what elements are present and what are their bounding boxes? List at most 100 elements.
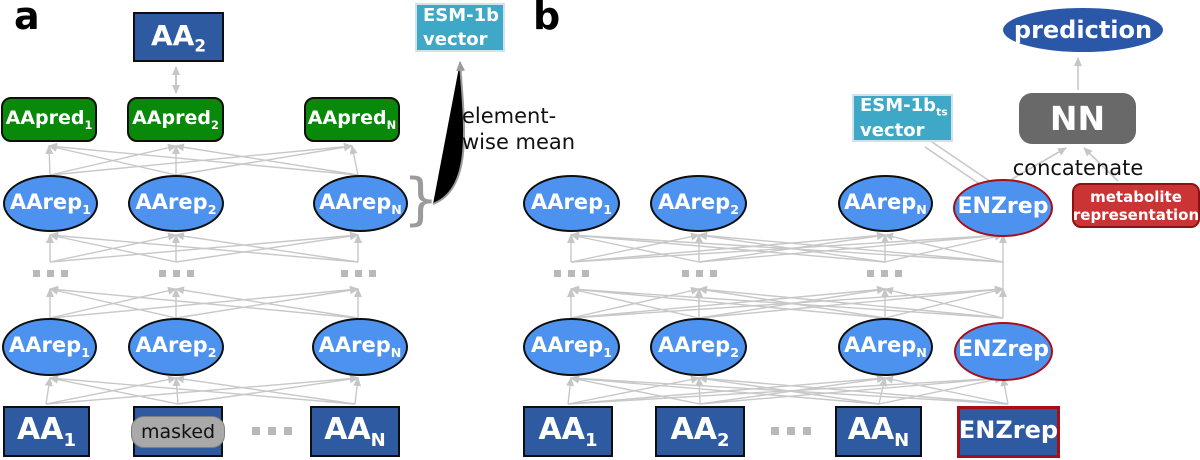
- label-line2: vector: [423, 29, 488, 51]
- aarep2-row1-b: AArep2: [650, 175, 747, 232]
- nn-box: NN: [1019, 93, 1136, 144]
- label-base: AArep: [658, 333, 731, 358]
- concatenate-note: concatenate: [1012, 156, 1144, 180]
- ellipsis-dot: [787, 427, 795, 435]
- ellipsis-dot: [803, 427, 811, 435]
- node-label: AArep1: [9, 333, 90, 360]
- node-label: ENZrep: [958, 194, 1049, 222]
- wire: [44, 377, 53, 405]
- label-base: ESM-1b: [860, 95, 937, 117]
- aapred1-box: AApred1: [1, 97, 97, 142]
- panel-b-label: b: [533, 0, 561, 38]
- prediction-ellipse: prediction: [1003, 8, 1163, 52]
- node-label: ENZrep: [958, 337, 1049, 365]
- wire: [566, 377, 575, 405]
- input-ellipsis-dots: [771, 427, 811, 435]
- esm-enzrep-link-line-2: [931, 141, 992, 183]
- aarep1-row2-b: AArep1: [523, 318, 620, 376]
- wire: [884, 287, 1004, 319]
- wire: [698, 231, 1004, 263]
- label-sub: 2: [207, 345, 217, 361]
- node-label: AArepN: [319, 333, 402, 360]
- ellipsis-dot: [173, 270, 180, 277]
- aarep1-row1-a: AArep1: [3, 175, 98, 232]
- masked-input-box: masked: [130, 406, 226, 457]
- label-sub: N: [390, 345, 402, 361]
- label-sub: 1: [603, 345, 612, 361]
- wire: [349, 145, 359, 176]
- label-sub: N: [386, 117, 397, 132]
- label-base: AA: [670, 412, 717, 447]
- wire: [695, 377, 704, 405]
- wire: [1000, 377, 1009, 405]
- panel-a-label: a: [14, 0, 40, 38]
- aarepN-row1-a: AArepN: [313, 175, 408, 232]
- wire: [698, 285, 1004, 319]
- node-label: prediction: [1013, 16, 1153, 44]
- aaN-input-box-b: AAN: [835, 406, 922, 457]
- label-base: AApred: [132, 107, 211, 130]
- label-sub: N: [370, 430, 386, 451]
- label-base: AArep: [844, 189, 917, 214]
- ellipsis-dot: [284, 427, 292, 435]
- ellipsis-dot: [582, 270, 589, 277]
- node-label: AArep2: [136, 333, 217, 360]
- node-label: AArep1: [531, 190, 612, 217]
- ellipsis-dot: [771, 427, 779, 435]
- label-base: AArep: [318, 333, 391, 358]
- aarepN-row2-a: AArepN: [312, 318, 408, 376]
- enzrep-to-nn-arrow: [1011, 147, 1067, 180]
- label-base: ENZrep: [958, 337, 1049, 363]
- node-label: AA2: [151, 19, 206, 56]
- wire: [570, 375, 701, 405]
- label-sub: 2: [210, 117, 219, 132]
- label-line2: vector: [860, 119, 925, 141]
- wire: [172, 377, 181, 405]
- wire: [570, 374, 880, 405]
- esm1b-ts-vector-box: ESM-1bts vector: [852, 94, 953, 142]
- label-sub: ts: [936, 105, 948, 119]
- wire: [175, 286, 359, 319]
- aapredN-box: AApredN: [304, 97, 400, 142]
- label-base: AApred: [307, 107, 387, 130]
- wire: [49, 375, 179, 405]
- ellipsis-dots: [554, 270, 589, 277]
- input-ellipsis-dots: [252, 427, 292, 435]
- esm1b-vector-box: ESM-1b vector: [415, 3, 505, 52]
- ellipsis-dots: [867, 270, 902, 277]
- label-sub: 2: [716, 430, 730, 451]
- aapred2-box: AApred2: [127, 97, 224, 142]
- label-sub: 2: [730, 202, 739, 218]
- wire: [570, 231, 886, 263]
- label-sub: 1: [603, 202, 612, 218]
- label-base: AA: [150, 18, 195, 52]
- node-label: AArepN: [844, 190, 927, 217]
- node-label: AA2: [671, 412, 730, 451]
- ellipsis-dot: [355, 270, 362, 277]
- aarep2-row2-b: AArep2: [650, 318, 747, 376]
- wire: [884, 375, 1009, 405]
- label-sub: 1: [81, 345, 90, 361]
- ellipsis-dot: [61, 270, 68, 277]
- label-base: AA: [17, 412, 64, 447]
- ellipsis-dot: [867, 270, 874, 277]
- label-base: ESM-1b: [423, 4, 500, 26]
- aa2-output-box: AA2: [133, 12, 224, 62]
- wire: [878, 375, 1004, 405]
- ellipsis-dot: [341, 270, 348, 277]
- node-label: AAN: [324, 412, 386, 451]
- metabolite-to-nn-arrow: [1083, 147, 1119, 182]
- wire: [175, 375, 356, 405]
- wire: [570, 285, 886, 319]
- label-base: AArep: [658, 189, 731, 214]
- ellipsis-dot: [710, 270, 717, 277]
- ellipsis-dot: [682, 270, 689, 277]
- label-base: AArep: [319, 189, 392, 214]
- node-label: AArep2: [658, 190, 739, 217]
- node-label: AArep1: [531, 333, 612, 360]
- ellipsis-dot: [881, 270, 888, 277]
- node-label: AA1: [539, 412, 598, 451]
- label-sub: 1: [82, 202, 91, 218]
